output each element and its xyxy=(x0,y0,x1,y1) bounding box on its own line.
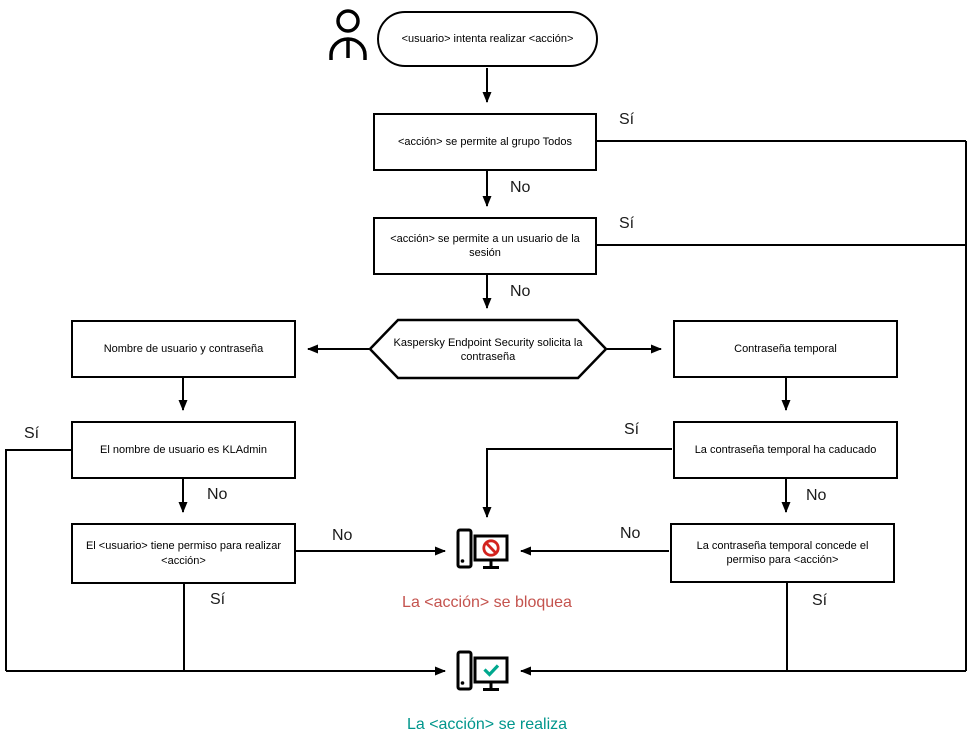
edge-label-yes: Sí xyxy=(210,591,226,608)
edge-expired-yes xyxy=(482,448,672,518)
node-kes-prompt-shape xyxy=(368,318,608,380)
edge-label-yes: Sí xyxy=(24,425,40,442)
node-start: <usuario> intenta realizar <acción> xyxy=(377,11,598,67)
person-icon xyxy=(329,9,367,60)
edge-label-no: No xyxy=(620,525,641,542)
edge-label-yes: Sí xyxy=(619,215,635,232)
performed-status-text: La <acción> se realiza xyxy=(406,716,568,733)
node-action-allowed-session-user: <acción> se permite a un usuario de la s… xyxy=(373,217,597,275)
edge-label-no: No xyxy=(510,283,531,300)
node-kes-prompt-label: Kaspersky Endpoint Security solicita la … xyxy=(393,336,583,363)
node-username-password: Nombre de usuario y contraseña xyxy=(71,320,296,378)
edge-iskladmin-yes xyxy=(5,449,71,671)
blocked-computer-icon xyxy=(456,528,509,569)
node-user-has-permission: El <usuario> tiene permiso para realizar… xyxy=(71,523,296,584)
edge-label-yes: Sí xyxy=(624,421,640,438)
node-temp-password-grants-permission: La contraseña temporal concede el permis… xyxy=(670,523,895,583)
edge-label-no: No xyxy=(207,486,228,503)
edge-label-no: No xyxy=(332,527,353,544)
node-temporary-password: Contraseña temporal xyxy=(673,320,898,378)
success-computer-icon xyxy=(456,650,509,691)
node-username-is-kladmin: El nombre de usuario es KLAdmin xyxy=(71,421,296,479)
checkmark-icon xyxy=(483,664,500,677)
edge-label-no: No xyxy=(806,487,827,504)
node-action-allowed-group-all: <acción> se permite al grupo Todos xyxy=(373,113,597,171)
node-temp-password-expired: La contraseña temporal ha caducado xyxy=(673,421,898,479)
prohibition-icon xyxy=(482,539,500,557)
edge-label-no: No xyxy=(510,179,531,196)
edge-label-yes: Sí xyxy=(812,592,828,609)
blocked-status-text: La <acción> se bloquea xyxy=(402,594,572,611)
edge-label-yes: Sí xyxy=(619,111,635,128)
